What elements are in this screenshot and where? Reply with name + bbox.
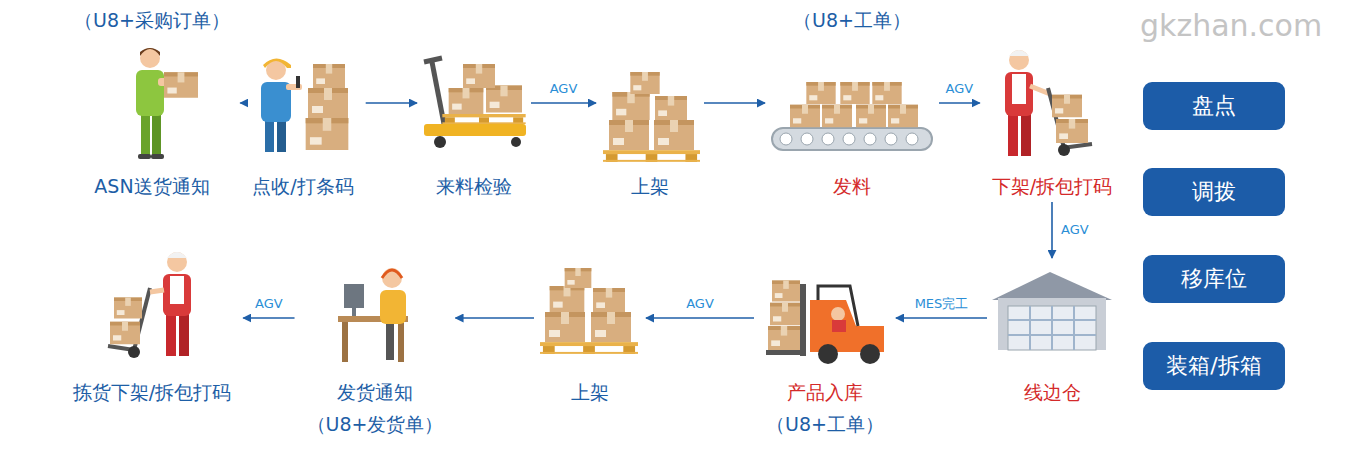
forklift [766, 281, 884, 365]
picture-space [824, 262, 825, 380]
edge-label: MES完工 [912, 296, 972, 312]
process-step: 上架 [600, 40, 700, 198]
system-note: （U8+工单） [766, 412, 884, 436]
function-button: 装箱/拆箱 [1143, 342, 1285, 390]
system-note: （U8+采购订单） [74, 8, 230, 32]
process-step: 上架 [538, 262, 642, 404]
step-caption: 上架 [571, 380, 609, 404]
picture-space [374, 262, 375, 380]
picture-space [474, 40, 475, 174]
step-caption: ASN送货通知 [94, 174, 209, 198]
step-caption: 线边仓 [1024, 380, 1081, 404]
pallet-jack [424, 58, 526, 148]
pallet-boxes [540, 268, 638, 354]
picture-space [303, 40, 304, 174]
system-note: （U8+工单） [793, 8, 911, 32]
worker-hand-truck [1005, 50, 1092, 156]
flow-arrow [1051, 202, 1053, 258]
flow-arrow [240, 102, 242, 104]
edge-label: AGV [683, 296, 717, 312]
edge-label: AGV [1058, 222, 1092, 238]
process-step: 点收/打条码 [244, 40, 361, 198]
process-step: （U8+工单） 发料 [769, 8, 935, 198]
step-caption: 来料检验 [436, 174, 512, 198]
picture-space [650, 40, 651, 174]
button-label: 盘点 [1192, 92, 1236, 120]
process-step: 发货通知 （U8+发货单） [299, 262, 452, 436]
picture-space [852, 32, 853, 174]
system-note: （U8+发货单） [307, 412, 444, 436]
flow-arrow [366, 102, 417, 104]
flow-arrow [243, 317, 294, 319]
step-caption: 拣货下架/拆包打码 [73, 380, 231, 404]
function-button: 移库位 [1143, 255, 1285, 303]
flow-arrow [646, 317, 754, 319]
process-step: 产品入库 （U8+工单） [758, 262, 892, 436]
edge-label: AGV [252, 296, 286, 312]
step-caption: 产品入库 [787, 380, 863, 404]
conveyor [772, 82, 932, 150]
process-step: 下架/拆包打码 [984, 40, 1120, 198]
picture-space [590, 262, 591, 380]
step-caption: 下架/拆包打码 [992, 174, 1112, 198]
warehouse [992, 272, 1112, 350]
clerk-at-desk [338, 268, 408, 362]
process-step: （U8+采购订单） ASN送货通知 [66, 8, 238, 198]
step-caption: 上架 [631, 174, 669, 198]
edge-label: AGV [547, 81, 581, 97]
flow-arrow [455, 317, 534, 319]
flow-arrow [939, 102, 980, 104]
picture-space [1052, 40, 1053, 174]
button-label: 装箱/拆箱 [1166, 352, 1261, 380]
watermark: gkzhan.com [1140, 8, 1322, 43]
picture-space [1052, 262, 1053, 380]
pallet-boxes [603, 72, 700, 162]
function-button: 盘点 [1143, 82, 1285, 130]
delivery-person [136, 48, 198, 159]
step-caption: 发货通知 [337, 380, 413, 404]
process-step: 来料检验 [421, 40, 527, 198]
worker-hand-truck [108, 252, 191, 358]
step-caption: 发料 [833, 174, 871, 198]
step-caption: 点收/打条码 [252, 174, 353, 198]
flow-arrow [896, 317, 987, 319]
button-label: 调拨 [1192, 178, 1236, 206]
flow-arrow [704, 102, 765, 104]
receiving-person [261, 59, 348, 153]
picture-space [151, 32, 152, 174]
process-step: 线边仓 [991, 262, 1113, 404]
function-button: 调拨 [1143, 168, 1285, 216]
button-label: 移库位 [1181, 265, 1247, 293]
process-step: 拣货下架/拆包打码 [65, 262, 239, 404]
flow-arrow [531, 102, 596, 104]
edge-label: AGV [943, 81, 977, 97]
picture-space [152, 262, 153, 380]
